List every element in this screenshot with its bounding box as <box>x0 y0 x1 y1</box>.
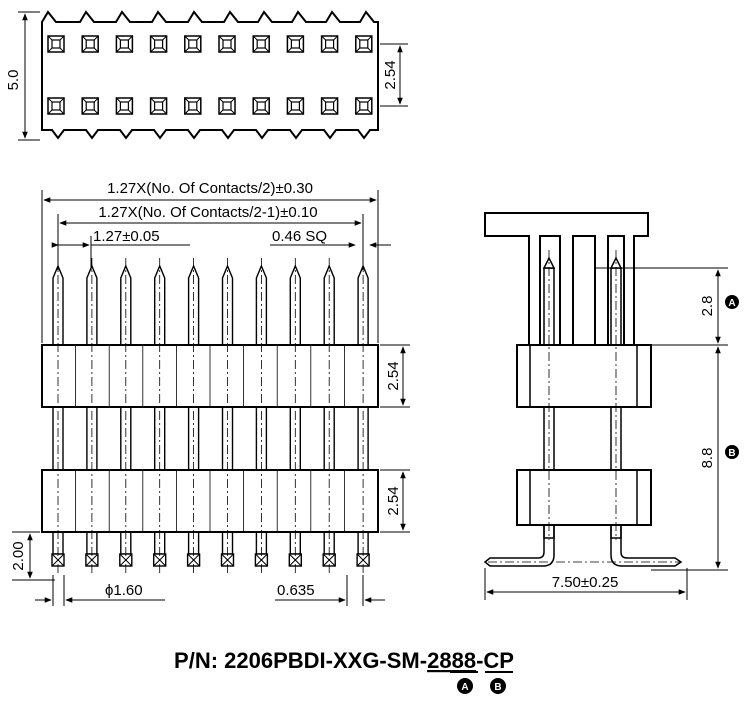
top-pad <box>286 97 305 115</box>
top-pad <box>184 97 202 115</box>
side-leg-right <box>610 525 683 567</box>
top-pad <box>149 35 168 53</box>
side-contact-frame <box>484 212 649 346</box>
top-pad <box>218 97 236 115</box>
part-number-code-a: 28 <box>427 648 451 673</box>
top-pad <box>320 97 339 115</box>
top-pad <box>81 97 99 115</box>
front-insulator-top-label: 2.54 <box>385 361 402 390</box>
pn-marker-a-icon <box>457 678 473 694</box>
front-overall-label: 1.27X(No. Of Contacts/2)±0.30 <box>107 180 313 197</box>
side-dim-a-label: 2.8 <box>699 296 716 317</box>
top-pad <box>184 35 202 53</box>
front-pitch-label: 1.27±0.05 <box>93 228 160 245</box>
top-pad <box>286 35 305 53</box>
front-pin-size-label: 0.46 SQ <box>272 228 327 245</box>
side-insulator-bottom <box>516 469 652 526</box>
side-marker-b-icon <box>725 445 739 459</box>
front-post-dia-label: ϕ1.60 <box>105 582 143 599</box>
svg-text:B: B <box>728 448 735 459</box>
svg-text:A: A <box>461 682 468 693</box>
top-view: 5.0 2.54 <box>5 10 408 141</box>
front-pin-span-label: 1.27X(No. Of Contacts/2-1)±0.10 <box>98 204 317 221</box>
side-width-label: 7.50±0.25 <box>552 574 619 591</box>
top-pad <box>81 35 99 53</box>
front-view: 1.27X(No. Of Contacts/2)±0.30 1.27X(No. … <box>10 180 410 606</box>
top-pad <box>115 35 134 53</box>
top-pad <box>47 35 65 53</box>
pn-marker-b-icon <box>490 678 506 694</box>
front-pin-centerlines <box>57 258 364 575</box>
front-insulator-separators <box>75 345 345 532</box>
side-leg-left <box>483 525 555 567</box>
top-pad <box>320 35 339 53</box>
top-height-label: 5.0 <box>5 70 22 91</box>
svg-text:B: B <box>494 682 501 693</box>
top-pad <box>47 97 65 115</box>
top-pad <box>252 35 270 53</box>
top-pad <box>355 35 373 53</box>
top-pad <box>355 97 373 115</box>
front-foot-height-label: 2.00 <box>10 541 27 570</box>
top-view-outline <box>41 10 379 140</box>
side-view: 2.8 A 8.8 B 7.50±0.25 <box>483 212 739 600</box>
top-row-pitch-label: 2.54 <box>382 60 399 89</box>
side-insulator-top <box>516 344 652 408</box>
top-pad <box>218 35 236 53</box>
svg-text:A: A <box>728 298 735 309</box>
part-number: P/N: 2206PBDI-XXG-SM-2888-CP A B <box>174 648 514 694</box>
part-number-code-b: 88 <box>452 648 476 673</box>
top-pad <box>149 97 168 115</box>
part-number-text: P/N: 2206PBDI-XXG-SM-2888-CP <box>174 648 514 673</box>
front-insulator-bottom-label: 2.54 <box>385 486 402 515</box>
top-view-pads <box>47 35 373 115</box>
front-offset-label: 0.635 <box>277 582 315 599</box>
side-dim-b-label: 8.8 <box>699 448 716 469</box>
top-pad <box>115 97 134 115</box>
top-pad <box>252 97 270 115</box>
side-marker-a-icon <box>725 295 739 309</box>
